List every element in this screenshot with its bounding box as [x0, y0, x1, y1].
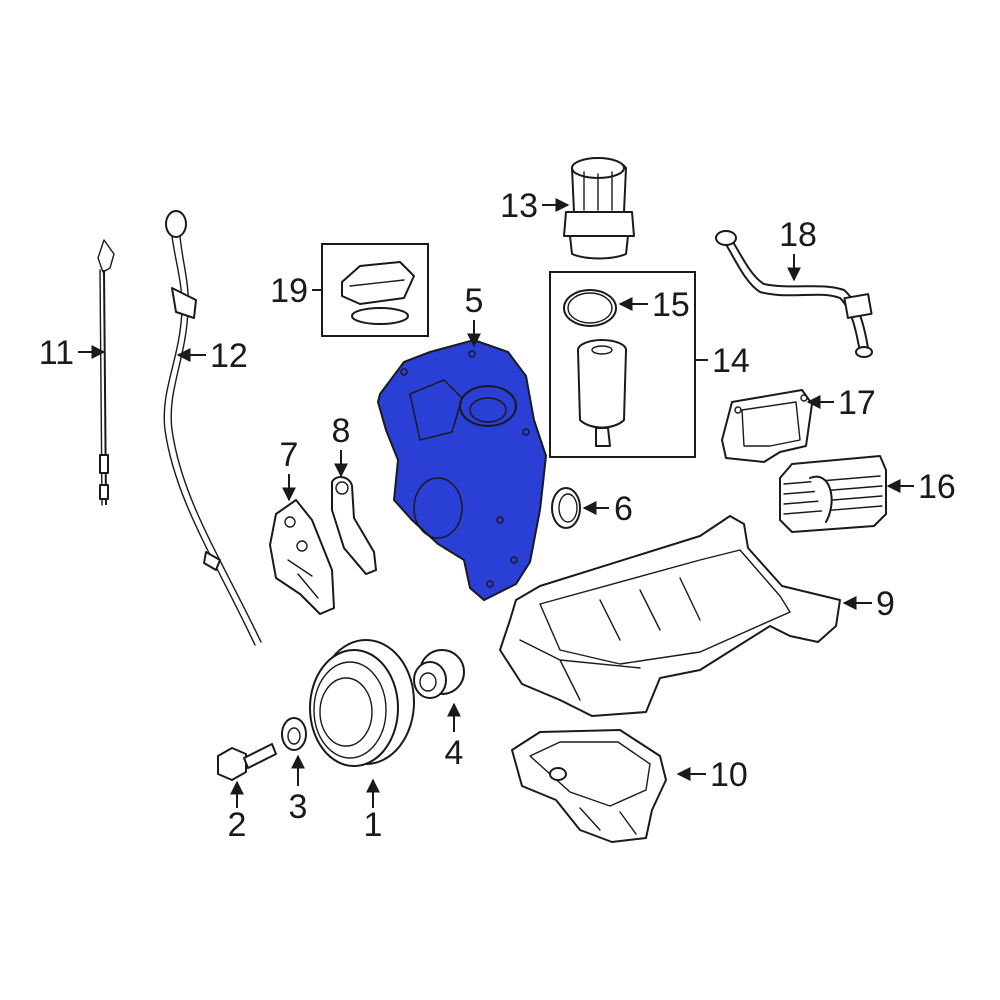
callout-6[interactable]: 6 [614, 490, 633, 528]
part-10-lower-oil-pan[interactable] [511, 729, 667, 843]
callout-5[interactable]: 5 [465, 282, 484, 320]
part-14-box [549, 271, 696, 458]
leader-lines [78, 198, 914, 808]
callout-14[interactable]: 14 [712, 342, 750, 380]
callout-3[interactable]: 3 [289, 788, 308, 826]
part-12-dipstick-tube[interactable] [163, 210, 262, 646]
callout-9[interactable]: 9 [876, 585, 895, 623]
part-2-bolt[interactable] [217, 743, 277, 781]
part-19-oil-filler-cap[interactable] [341, 261, 415, 325]
callout-2[interactable]: 2 [228, 806, 247, 844]
part-3-washer[interactable] [281, 717, 307, 751]
part-16-oil-cooler[interactable] [779, 455, 887, 533]
callout-11[interactable]: 11 [39, 334, 74, 372]
part-13-filter-housing[interactable] [563, 157, 635, 260]
part-5-timing-cover[interactable] [376, 338, 548, 602]
part-18-hose[interactable] [715, 230, 873, 358]
part-17-gasket[interactable] [721, 389, 813, 463]
part-1-pulley[interactable] [309, 639, 415, 767]
callout-13[interactable]: 13 [500, 187, 538, 225]
callout-15[interactable]: 15 [652, 286, 690, 324]
callout-10[interactable]: 10 [710, 756, 748, 794]
callout-7[interactable]: 7 [280, 436, 299, 474]
part-6-seal[interactable] [551, 487, 581, 529]
callout-1[interactable]: 1 [364, 806, 383, 844]
callout-17[interactable]: 17 [838, 384, 876, 422]
callout-8[interactable]: 8 [332, 412, 351, 450]
callout-labels: 1 2 3 4 5 6 7 8 9 10 11 12 13 14 15 16 1… [39, 187, 956, 844]
part-7-bracket[interactable] [269, 499, 335, 615]
callout-19[interactable]: 19 [270, 272, 308, 310]
part-8-gasket[interactable] [331, 476, 378, 576]
part-11-dipstick[interactable] [97, 239, 115, 506]
part-14-filter-element[interactable] [577, 339, 627, 447]
callout-18[interactable]: 18 [779, 216, 817, 254]
callout-12[interactable]: 12 [210, 337, 248, 375]
part-15-o-ring[interactable] [563, 289, 617, 327]
callout-4[interactable]: 4 [445, 734, 464, 772]
part-9-upper-oil-pan[interactable] [499, 515, 841, 717]
callout-16[interactable]: 16 [918, 468, 956, 506]
part-4-tensioner[interactable] [413, 649, 465, 699]
